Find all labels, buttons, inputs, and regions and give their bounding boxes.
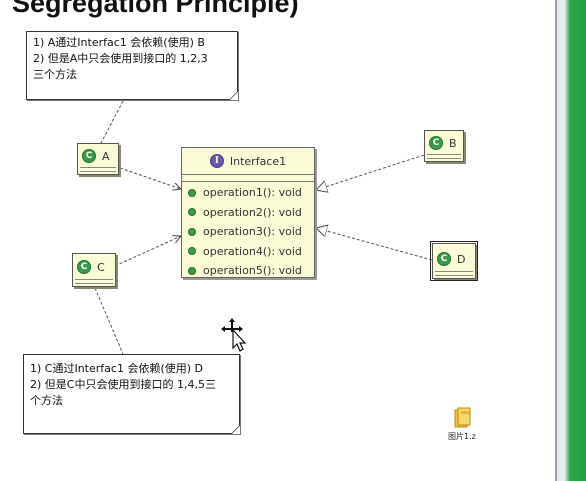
operation-item[interactable]: operation2(): void xyxy=(182,203,314,223)
class-c-header: C C xyxy=(77,260,105,274)
note-top[interactable]: 1) A通过Interfac1 会依赖(使用) B 2) 但是A中只会使用到接口… xyxy=(26,31,238,100)
note-fold-corner xyxy=(229,91,238,100)
class-b-name: B xyxy=(449,136,457,150)
note-top-line-1: 1) A通过Interfac1 会依赖(使用) B xyxy=(33,36,205,49)
class-icon: C xyxy=(82,149,96,163)
realization-arrow-d xyxy=(316,228,433,261)
public-method-icon xyxy=(189,209,195,216)
operation-item[interactable]: operation1(): void xyxy=(182,183,314,203)
class-c-name: C xyxy=(97,260,105,274)
divider xyxy=(80,167,116,168)
operation-item[interactable]: operation4(): void xyxy=(182,242,314,262)
divider xyxy=(80,171,116,172)
divider xyxy=(435,271,473,272)
operation-label: operation4(): void xyxy=(203,244,302,258)
public-method-icon xyxy=(189,248,195,255)
class-b[interactable]: C B xyxy=(424,130,464,162)
page-title: Segregation Principle) xyxy=(12,0,299,18)
class-b-header: C B xyxy=(429,136,457,150)
class-a-header: C A xyxy=(82,149,110,163)
class-d-name: D xyxy=(457,252,466,266)
operation-label: operation3(): void xyxy=(203,225,302,239)
note-bottom[interactable]: 1) C通过Interfac1 会依赖(使用) D 2) 但是C中只会使用到接口… xyxy=(23,354,240,434)
divider xyxy=(75,283,113,284)
class-a-name: A xyxy=(102,149,110,163)
class-icon: C xyxy=(429,136,443,150)
window-border xyxy=(555,0,557,481)
dependency-arrow-a xyxy=(119,167,181,189)
public-method-icon xyxy=(189,228,195,235)
public-method-icon xyxy=(189,267,195,274)
divider xyxy=(435,275,473,276)
operation-label: operation5(): void xyxy=(203,264,302,278)
file-label[interactable]: 图片1.z xyxy=(448,432,476,441)
operation-item[interactable]: operation3(): void xyxy=(182,222,314,242)
class-a[interactable]: C A xyxy=(77,143,119,175)
note-bottom-line-2: 2) 但是C中只会使用到接口的 1,4,5三 xyxy=(30,378,216,391)
interface-box[interactable]: I Interface1 operation1(): void operatio… xyxy=(181,147,315,278)
note-link-bottom xyxy=(94,287,124,355)
side-bar xyxy=(557,0,586,481)
interface-operations: operation1(): void operation2(): void op… xyxy=(182,182,314,281)
class-d[interactable]: C D xyxy=(430,241,478,281)
dependency-arrow-c xyxy=(114,236,181,267)
class-icon: C xyxy=(77,260,91,274)
move-cursor-icon xyxy=(221,318,247,352)
operation-label: operation2(): void xyxy=(203,205,302,219)
divider xyxy=(427,154,461,155)
realization-arrow-b xyxy=(316,154,425,190)
note-top-line-3: 三个方法 xyxy=(33,68,77,81)
interface-header: I Interface1 xyxy=(182,148,314,175)
operation-item[interactable]: operation5(): void xyxy=(182,261,314,281)
interface-icon: I xyxy=(209,154,224,168)
note-fold-corner xyxy=(231,425,240,434)
class-c[interactable]: C C xyxy=(72,253,116,287)
class-d-header: C D xyxy=(437,252,465,266)
divider xyxy=(427,158,461,159)
operation-label: operation1(): void xyxy=(203,186,302,200)
note-bottom-line-1: 1) C通过Interfac1 会依赖(使用) D xyxy=(30,362,203,375)
note-bottom-line-3: 个方法 xyxy=(30,394,63,407)
interface-attributes-section xyxy=(182,175,314,182)
interface-name: Interface1 xyxy=(229,154,287,168)
note-link-top xyxy=(99,100,124,146)
class-icon: C xyxy=(437,252,451,266)
note-top-line-2: 2) 但是A中只会使用到接口的 1,2,3 xyxy=(33,52,208,65)
divider xyxy=(75,279,113,280)
folder-icon[interactable] xyxy=(453,407,473,429)
public-method-icon xyxy=(189,189,195,196)
